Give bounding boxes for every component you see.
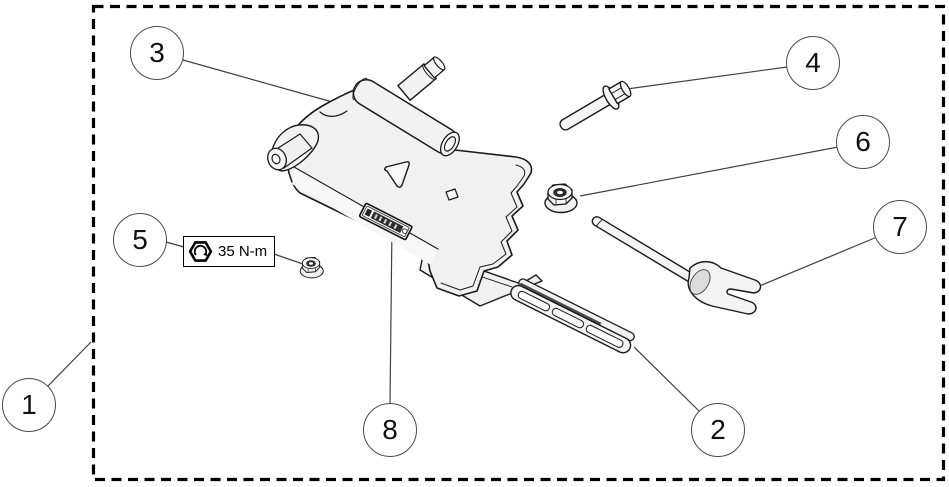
callout-1-number: 1 bbox=[21, 389, 37, 420]
leader-line-6 bbox=[579, 146, 839, 197]
top-stub-cylinder-icon bbox=[397, 56, 446, 101]
callout-8: 8 bbox=[363, 403, 417, 457]
callout-2-number: 2 bbox=[710, 414, 726, 445]
pivot-tube-icon bbox=[352, 77, 460, 157]
torque-value: 35 N-m bbox=[218, 243, 268, 260]
part-slotted-strip bbox=[510, 278, 635, 354]
torque-note-box: 35 N-m bbox=[183, 236, 275, 267]
callout-5: 5 bbox=[113, 213, 167, 267]
callout-5-number: 5 bbox=[132, 224, 148, 255]
leader-lines bbox=[47, 59, 878, 412]
leader-line-2 bbox=[633, 346, 700, 412]
face-curve-detail bbox=[319, 110, 348, 117]
part-small-flange-nut bbox=[299, 256, 324, 279]
boundary-dashed-border bbox=[91, 4, 946, 482]
callout-6: 6 bbox=[836, 115, 890, 169]
hex-nut-torque-arrow-icon bbox=[188, 241, 213, 262]
callout-6-number: 6 bbox=[855, 126, 871, 157]
part-flange-nut bbox=[544, 183, 578, 214]
leader-line-5b bbox=[273, 253, 304, 265]
callout-4: 4 bbox=[786, 36, 840, 90]
leader-line-1 bbox=[47, 341, 92, 387]
callout-3-number: 3 bbox=[149, 37, 165, 68]
callout-7-number: 7 bbox=[892, 211, 908, 242]
callout-8-number: 8 bbox=[382, 414, 398, 445]
callout-1: 1 bbox=[2, 378, 56, 432]
part-flange-bolt bbox=[559, 80, 632, 131]
side-plate-inner-line bbox=[440, 164, 526, 291]
leader-line-8 bbox=[389, 224, 393, 405]
leader-line-3 bbox=[182, 59, 344, 106]
callout-4-number: 4 bbox=[805, 47, 821, 78]
callout-2: 2 bbox=[691, 403, 745, 457]
left-boss-icon bbox=[267, 124, 320, 172]
leader-line-7 bbox=[756, 236, 878, 288]
triangle-hole bbox=[384, 161, 410, 188]
bracket-body bbox=[285, 84, 533, 297]
callout-3: 3 bbox=[130, 26, 184, 80]
serial-label-plate bbox=[358, 202, 413, 241]
callout-7: 7 bbox=[873, 200, 927, 254]
square-hole bbox=[445, 188, 459, 201]
part-clevis-pin-rod bbox=[591, 216, 762, 315]
leader-line-5a bbox=[165, 241, 185, 248]
leader-line-4 bbox=[626, 66, 788, 90]
